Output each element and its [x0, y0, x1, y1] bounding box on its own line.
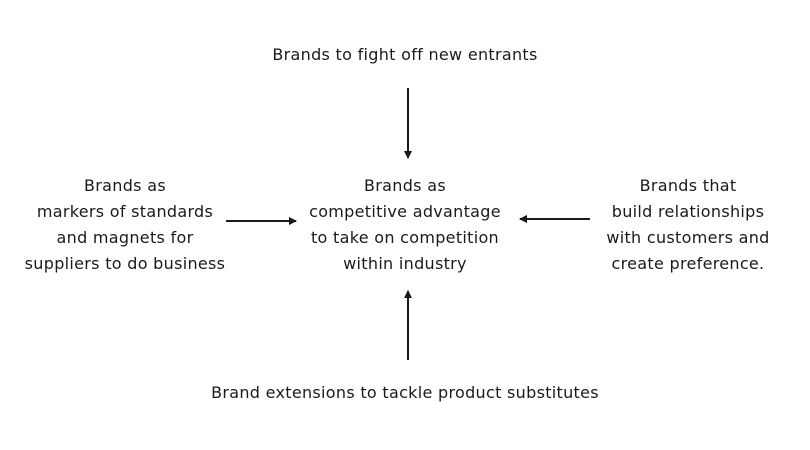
node-customer-relationships-line: build relationships — [611, 202, 765, 221]
node-supplier-standards-line: Brands as — [84, 176, 166, 195]
node-competitive-advantage-line: Brands as — [364, 176, 446, 195]
node-new-entrants: Brands to fight off new entrants — [205, 42, 605, 68]
node-product-substitutes: Brand extensions to tackle product subst… — [150, 380, 660, 406]
node-customer-relationships: Brands that build relationships with cus… — [588, 173, 788, 277]
node-supplier-standards-line: markers of standards — [36, 202, 214, 221]
node-product-substitutes-line: Brand extensions to tackle product subst… — [211, 383, 599, 402]
node-customer-relationships-line: with customers and — [606, 228, 770, 247]
node-competitive-advantage-line: within industry — [343, 254, 467, 273]
node-customer-relationships-line: Brands that — [639, 176, 737, 195]
node-customer-relationships-line: create preference. — [611, 254, 765, 273]
node-supplier-standards-line: and magnets for — [56, 228, 194, 247]
node-competitive-advantage: Brands as competitive advantage to take … — [290, 173, 520, 277]
node-new-entrants-line: Brands to fight off new entrants — [272, 45, 538, 64]
node-competitive-advantage-line: to take on competition — [310, 228, 499, 247]
node-supplier-standards-line: suppliers to do business — [24, 254, 226, 273]
node-competitive-advantage-line: competitive advantage — [309, 202, 501, 221]
node-supplier-standards: Brands as markers of standards and magne… — [15, 173, 235, 277]
